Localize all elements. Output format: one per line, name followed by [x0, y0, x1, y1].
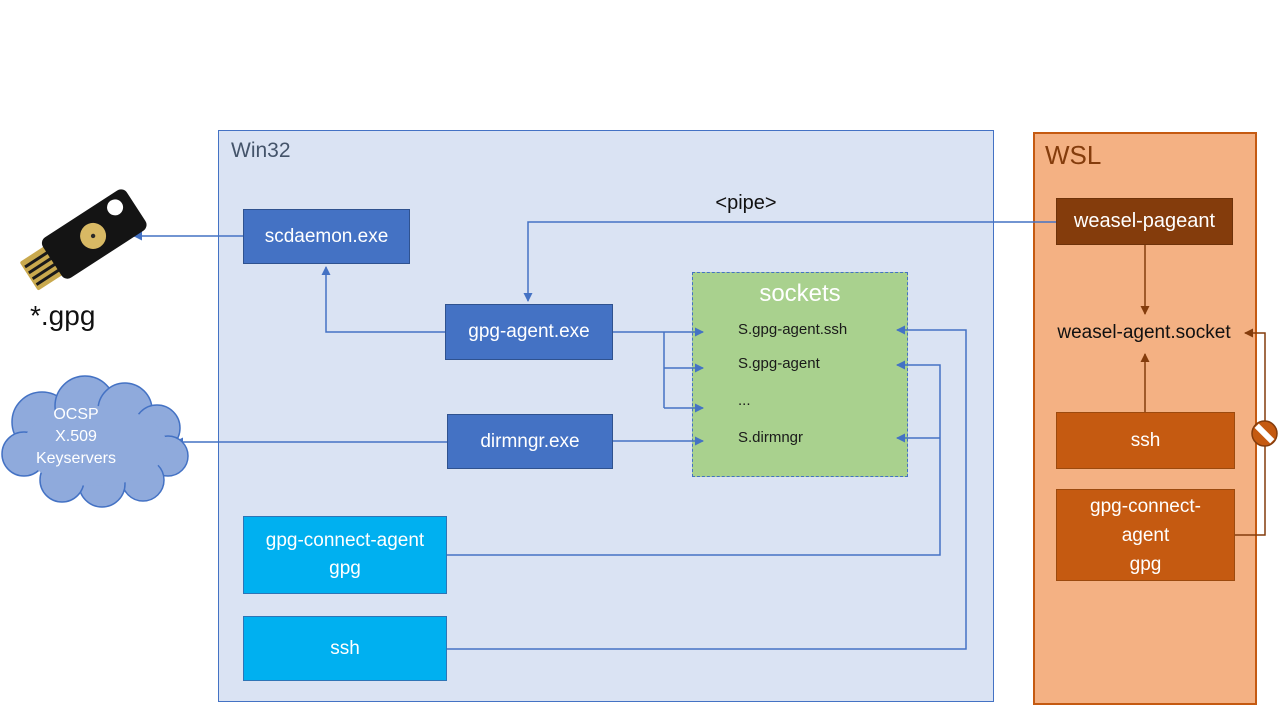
socket-item-ellipsis: ... [738, 392, 751, 409]
wsl-gpg-connect-line2: agent [1121, 524, 1170, 546]
gpg-agent-box: gpg-agent.exe [445, 304, 613, 360]
cloud-line-x509: X.509 [55, 428, 97, 445]
socket-item-gpg-agent-ssh: S.gpg-agent.ssh [738, 321, 848, 338]
socket-item-dirmngr: S.dirmngr [738, 429, 804, 446]
cloud-text: OCSP X.509 Keyservers [6, 404, 146, 470]
win32-gpg-connect-agent-box: gpg-connect-agent gpg [243, 516, 447, 594]
wsl-gpg-connect-line3: gpg [1129, 553, 1162, 575]
gpg-agent-label: gpg-agent.exe [468, 321, 590, 342]
wsl-ssh-label: ssh [1130, 430, 1161, 451]
cloud-line-keyservers: Keyservers [35, 450, 117, 467]
socket-item-gpg-agent: S.gpg-agent [738, 355, 820, 372]
win32-ssh-box: ssh [243, 616, 447, 681]
weasel-pageant-box: weasel-pageant [1056, 198, 1233, 245]
weasel-pageant-label: weasel-pageant [1073, 210, 1216, 232]
weasel-agent-socket-label: weasel-agent.socket [1057, 322, 1231, 343]
sockets-title: sockets [759, 280, 841, 307]
yubikey-icon [20, 189, 147, 290]
wsl-title: WSL [1045, 140, 1102, 170]
scdaemon-box: scdaemon.exe [243, 209, 410, 264]
gpg-connect-agent-label: gpg-connect-agent [265, 530, 425, 551]
pipe-label: <pipe> [715, 192, 777, 214]
dirmngr-label: dirmngr.exe [480, 430, 580, 452]
wsl-ssh-box: ssh [1056, 412, 1235, 469]
dirmngr-box: dirmngr.exe [447, 414, 613, 469]
wsl-gpg-connect-line1: gpg-connect- [1090, 495, 1201, 517]
wsl-gpg-connect-agent-box: gpg-connect- agent gpg [1056, 489, 1235, 581]
win32-title: Win32 [231, 139, 291, 162]
win32-ssh-label: ssh [330, 637, 360, 659]
gpg-files-label: *.gpg [30, 300, 96, 331]
scdaemon-label: scdaemon.exe [264, 225, 389, 247]
cloud-line-ocsp: OCSP [53, 406, 99, 423]
gpg-label: gpg [329, 558, 361, 579]
